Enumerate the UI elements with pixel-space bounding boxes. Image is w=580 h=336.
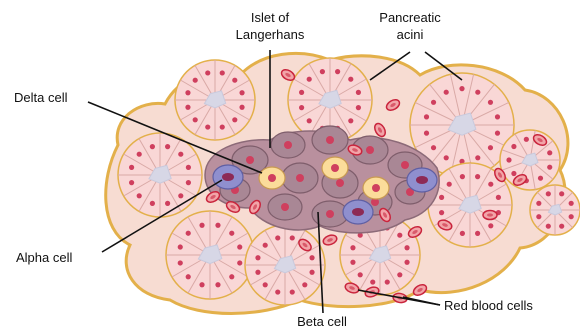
acini-label-line1: Pancreatic <box>379 10 441 25</box>
acinus <box>175 60 255 140</box>
islet-cell <box>282 163 318 193</box>
islet-cell <box>312 126 348 154</box>
alpha-cell <box>343 200 373 224</box>
acinus <box>530 185 580 235</box>
alpha-cell <box>213 165 243 189</box>
alpha-cell-label: Alpha cell <box>16 250 72 265</box>
islet-label-line1: Islet of <box>251 10 290 25</box>
delta-cell <box>322 157 348 179</box>
red-blood-cell <box>483 211 497 220</box>
rbc-leader-line-2 <box>403 297 440 305</box>
islet-cell <box>271 132 305 158</box>
delta-cell-label: Delta cell <box>14 90 68 105</box>
acini-label-line2: acini <box>397 27 424 42</box>
delta-cell <box>259 167 285 189</box>
beta-cell-label: Beta cell <box>297 314 347 329</box>
delta-cell <box>363 177 389 199</box>
acinus <box>118 133 202 217</box>
acinus <box>166 211 254 299</box>
alpha-cell <box>407 168 437 192</box>
red-blood-cells-label: Red blood cells <box>444 298 533 313</box>
acinus <box>245 225 325 305</box>
islet-label-line2: Langerhans <box>236 27 305 42</box>
islet-cell <box>268 194 302 220</box>
acinus <box>500 130 560 190</box>
